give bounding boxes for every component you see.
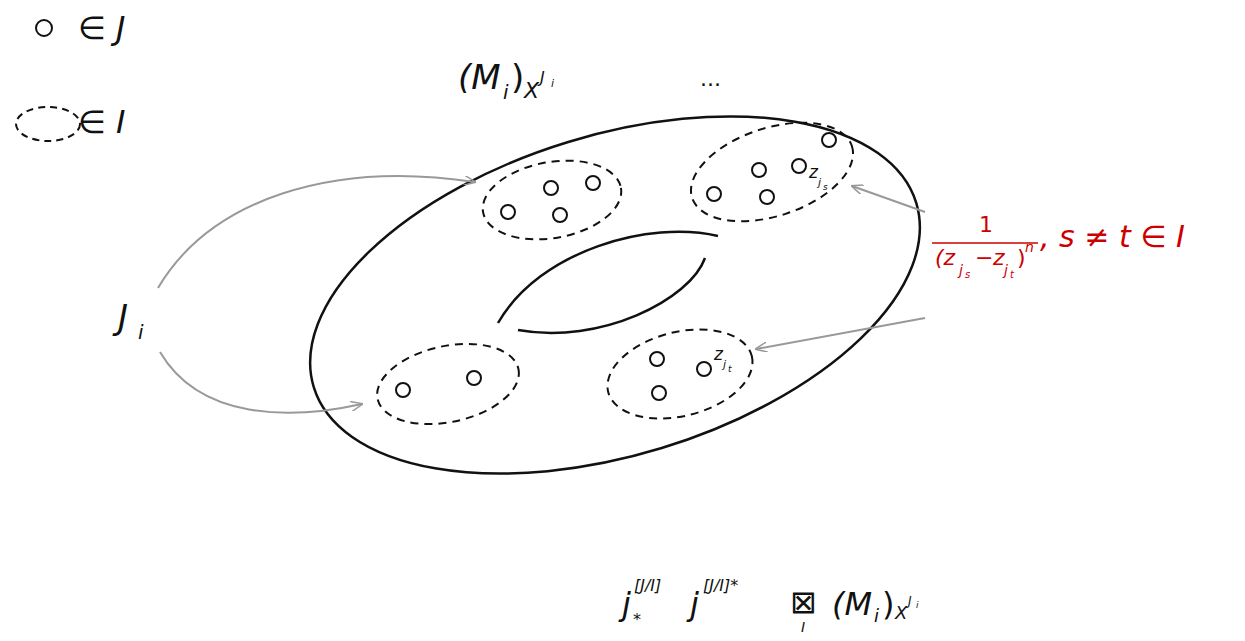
math-label: z — [993, 247, 1005, 269]
torus-hole — [518, 258, 705, 333]
legend-text: ∈ I — [78, 106, 125, 138]
point-circles — [396, 133, 836, 400]
math-label: j — [690, 588, 699, 620]
math-label: ) — [511, 60, 524, 94]
math-label: [J/I] — [634, 578, 661, 594]
math-label: * — [633, 612, 641, 628]
math-label: z — [714, 346, 723, 363]
math-label: s — [823, 183, 828, 192]
math-label: j — [622, 588, 631, 620]
math-label: (M — [832, 588, 872, 620]
math-label: t — [728, 365, 732, 374]
math-label: ⊠ — [790, 586, 817, 618]
torus-hole — [498, 232, 718, 323]
math-label: J — [908, 595, 912, 607]
math-label: ... — [700, 68, 721, 90]
math-label: j — [818, 177, 821, 188]
math-label: 1 — [979, 214, 993, 236]
math-label: − — [975, 247, 993, 269]
math-label: J — [540, 70, 545, 86]
legend-text: ∈ J — [78, 12, 125, 44]
math-label: ) — [1017, 247, 1026, 269]
fraction-bar — [932, 242, 1038, 244]
math-label: z — [809, 164, 818, 181]
math-label: (z — [935, 247, 955, 269]
math-label: i — [874, 607, 879, 625]
math-label: i — [551, 78, 554, 89]
math-label: [J/I]* — [703, 578, 738, 594]
math-label: X — [895, 604, 907, 622]
math-label: I — [801, 620, 805, 634]
math-label: X — [524, 80, 539, 102]
math-label: , s ≠ t ∈ I — [1040, 222, 1185, 252]
legend-circle — [36, 20, 52, 36]
torus-outline — [267, 50, 963, 540]
math-label: i — [503, 82, 509, 102]
math-label: i — [916, 601, 919, 610]
math-label: s — [965, 270, 970, 280]
leader-arrows — [158, 176, 925, 413]
math-label: (M — [458, 60, 501, 94]
math-label: i — [138, 322, 144, 342]
math-label: t — [1010, 270, 1014, 280]
math-label: J — [118, 300, 128, 334]
math-label: j — [1004, 263, 1008, 277]
math-label: n — [1025, 240, 1034, 254]
dashed-groups — [370, 104, 866, 436]
math-label: j — [959, 263, 963, 277]
legend-dashed-ellipse — [16, 107, 80, 141]
math-label: ) — [882, 588, 894, 620]
math-label: j — [723, 359, 726, 370]
